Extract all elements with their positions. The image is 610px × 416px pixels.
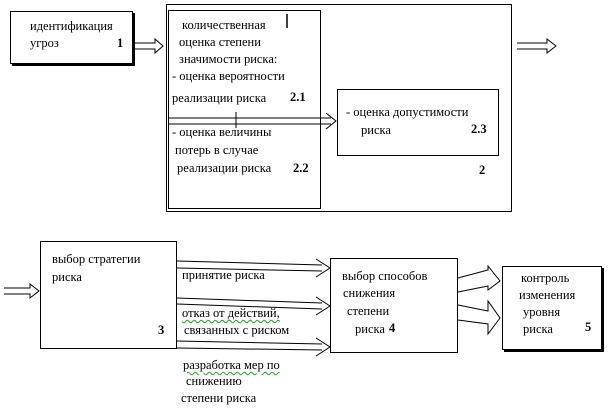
arrow-develop bbox=[176, 337, 331, 357]
quant-line5: реализации риска bbox=[172, 91, 267, 105]
option-refuse-line2: связанных с риском bbox=[184, 323, 290, 337]
quant-line8: реализации риска bbox=[177, 161, 272, 175]
quant-number-2-1: 2.1 bbox=[290, 90, 306, 104]
control-line4: риска bbox=[523, 322, 553, 336]
option-develop-line1: разработка мер по bbox=[183, 358, 280, 372]
reduction-number: 4 bbox=[389, 321, 396, 335]
option-refuse-line1: отказ от действий, bbox=[182, 306, 280, 320]
strategy-number: 3 bbox=[158, 323, 165, 337]
quant-line6: - оценка величины bbox=[172, 125, 272, 139]
arrow-4-to-5-top bbox=[457, 264, 501, 293]
reduction-line1: выбор способов bbox=[342, 269, 428, 283]
option-develop-line3: степени риска bbox=[181, 391, 257, 405]
reduction-line2: снижения bbox=[343, 286, 396, 300]
risk-assessment-number: 2 bbox=[479, 163, 486, 177]
threat-identification-line2: угроз bbox=[30, 36, 59, 50]
quant-line7: потерь в случае bbox=[175, 143, 259, 157]
strategy-box bbox=[40, 241, 177, 349]
option-develop-line2: снижению bbox=[186, 374, 242, 388]
admissibility-line1: - оценка допустимости bbox=[346, 105, 469, 119]
reduction-line3: степени bbox=[347, 304, 390, 318]
quant-line4: - оценка вероятности bbox=[172, 69, 285, 83]
control-line2: изменения bbox=[519, 288, 576, 302]
quant-line2: оценка степени bbox=[179, 35, 261, 49]
quant-line3: значимости риска: bbox=[179, 52, 278, 66]
arrow-1-to-2 bbox=[133, 37, 164, 55]
option-accept-label: принятие риска bbox=[182, 268, 265, 282]
control-line3: уровня bbox=[523, 305, 561, 319]
admissibility-line2: риска bbox=[361, 123, 391, 137]
reduction-methods-box bbox=[330, 258, 458, 353]
arrow-2-out bbox=[517, 37, 557, 55]
threat-identification-number: 1 bbox=[117, 36, 124, 50]
admissibility-box bbox=[337, 89, 499, 156]
control-number: 5 bbox=[585, 320, 592, 334]
quant-number-2-2: 2.2 bbox=[293, 161, 309, 175]
control-box bbox=[502, 266, 602, 350]
control-line1: контроль bbox=[521, 271, 570, 285]
threat-identification-box bbox=[10, 11, 133, 64]
quantitative-assessment-box bbox=[168, 10, 321, 209]
arrow-4-to-5-bottom bbox=[457, 299, 501, 336]
strategy-line2: риска bbox=[52, 270, 82, 284]
arrow-input-to-3 bbox=[4, 282, 40, 300]
strategy-line1: выбор стратегии bbox=[52, 252, 141, 266]
admissibility-number: 2.3 bbox=[471, 122, 487, 136]
reduction-line4: риска bbox=[355, 322, 385, 336]
threat-identification-line1: идентификация bbox=[30, 19, 113, 33]
quant-line1: количественная bbox=[182, 18, 266, 32]
